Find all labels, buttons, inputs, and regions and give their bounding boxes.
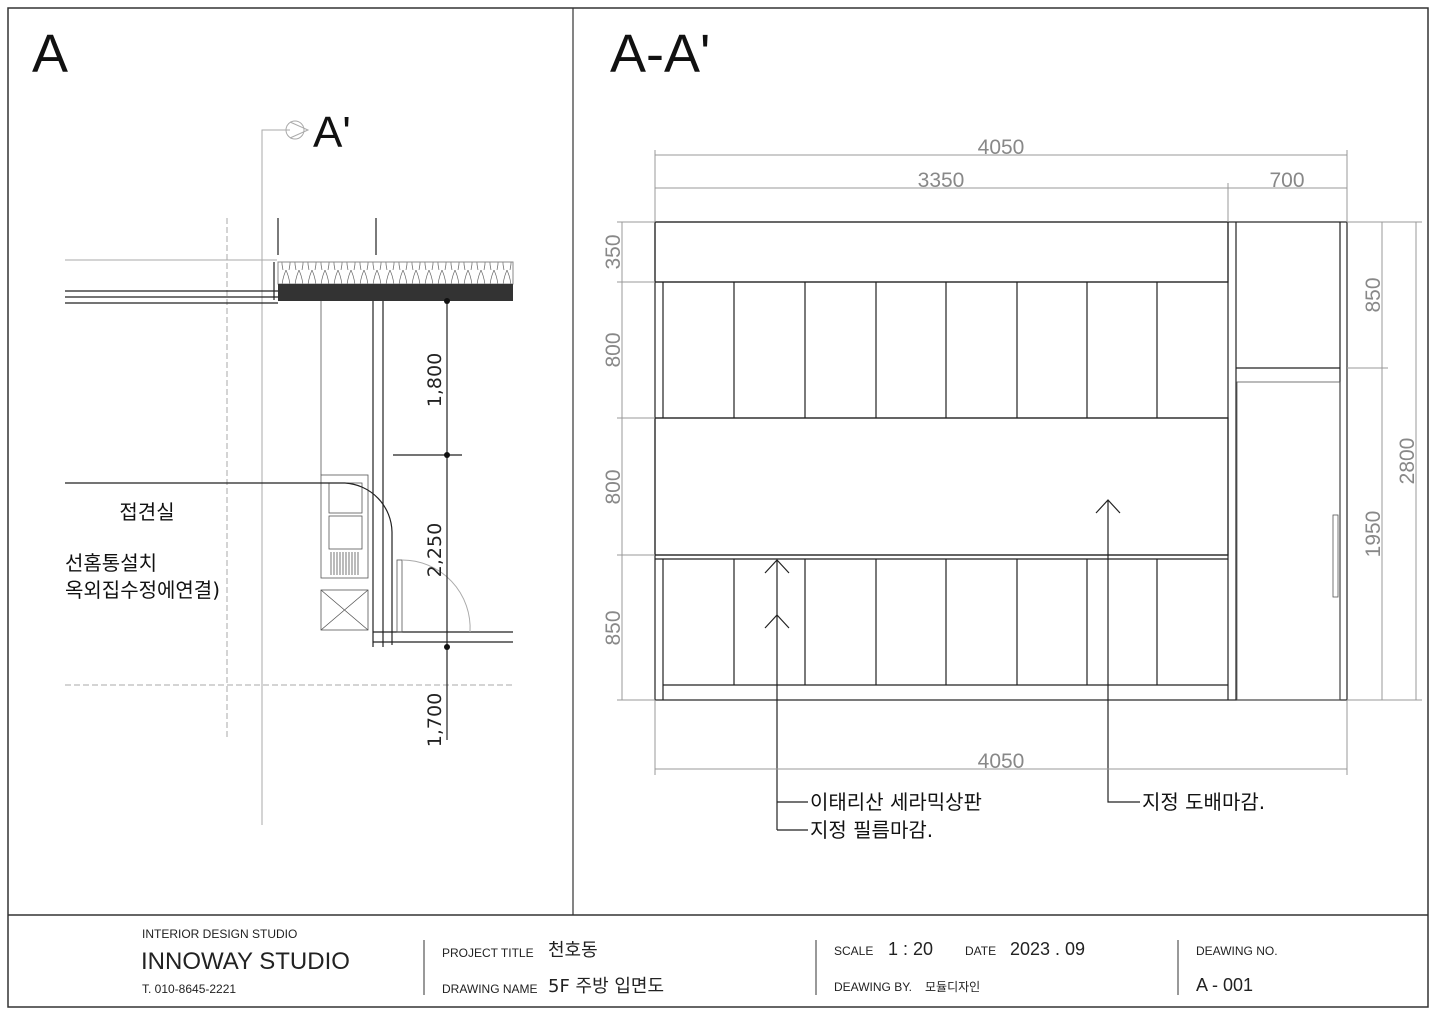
plan-dim-1800: 1,800 [424, 353, 446, 407]
title-block: INTERIOR DESIGN STUDIO INNOWAY STUDIO T.… [141, 927, 1278, 997]
drawing-name: 5F 주방 입면도 [548, 976, 664, 997]
dim-top-total: 4050 [978, 136, 1025, 159]
dim-bottom-total: 4050 [978, 750, 1025, 773]
plan-dim-1700: 1,700 [424, 693, 446, 747]
date-label: DATE [965, 944, 996, 958]
drawn-by-label: DEAWING BY. [834, 980, 912, 994]
drawn-by: 모듈디자인 [925, 980, 980, 994]
project-title-label: PROJECT TITLE [442, 946, 534, 960]
dim-right-total: 2800 [1396, 438, 1419, 485]
scale-label: SCALE [834, 944, 873, 958]
studio-phone: T. 010-8645-2221 [142, 982, 236, 996]
dim-left-1: 350 [602, 234, 625, 269]
tall-unit-door [1236, 381, 1341, 701]
plan-view: A' 1,800 2,250 [65, 108, 514, 825]
drawing-no: A - 001 [1196, 975, 1253, 995]
dim-right-1: 850 [1362, 277, 1385, 312]
elevation-view: 이태리산 세라믹상판 지정 필름마감. 지정 도배마감. [654, 221, 1348, 842]
leader-arrow-icon [1095, 499, 1121, 514]
callout-wallpaper: 지정 도배마감. [1142, 790, 1265, 814]
studio-subtitle: INTERIOR DESIGN STUDIO [142, 927, 297, 941]
callout-countertop: 이태리산 세라믹상판 [810, 790, 982, 814]
drawing-name-label: DRAWING NAME [442, 982, 538, 996]
date-value: 2023 . 09 [1010, 939, 1085, 959]
dim-right-2: 1950 [1362, 511, 1385, 558]
view-label-a-a: A-A' [610, 24, 710, 84]
scale-value: 1 : 20 [888, 939, 933, 959]
plan-dim-2250: 2,250 [424, 523, 446, 577]
section-marker-label: A' [313, 108, 351, 157]
plan-note-2: 옥외집수정에연결) [65, 578, 220, 602]
leader-arrow-icon [764, 559, 790, 629]
section-arrow-icon [289, 121, 310, 139]
lower-cabinet-doors [662, 559, 1158, 700]
dim-top-right: 700 [1269, 169, 1304, 192]
dim-left-3: 800 [602, 469, 625, 504]
upper-cabinet-doors [662, 282, 1158, 418]
room-label: 접견실 [119, 500, 174, 524]
studio-name: INNOWAY STUDIO [141, 948, 350, 975]
plan-note-1: 선홈통설치 [65, 551, 157, 575]
sheet-frame [7, 7, 1429, 1008]
elevation-dimensions: 4050 3350 700 4050 350 800 800 850 850 1… [602, 136, 1422, 775]
dim-left-4: 850 [602, 610, 625, 645]
view-label-a: A [32, 24, 68, 84]
door-handle [1332, 514, 1339, 598]
project-title: 천호동 [548, 940, 598, 961]
drawing-no-label: DEAWING NO. [1196, 944, 1278, 958]
dim-top-left: 3350 [918, 169, 965, 192]
dim-left-2: 800 [602, 332, 625, 367]
callout-film: 지정 필름마감. [810, 818, 933, 842]
